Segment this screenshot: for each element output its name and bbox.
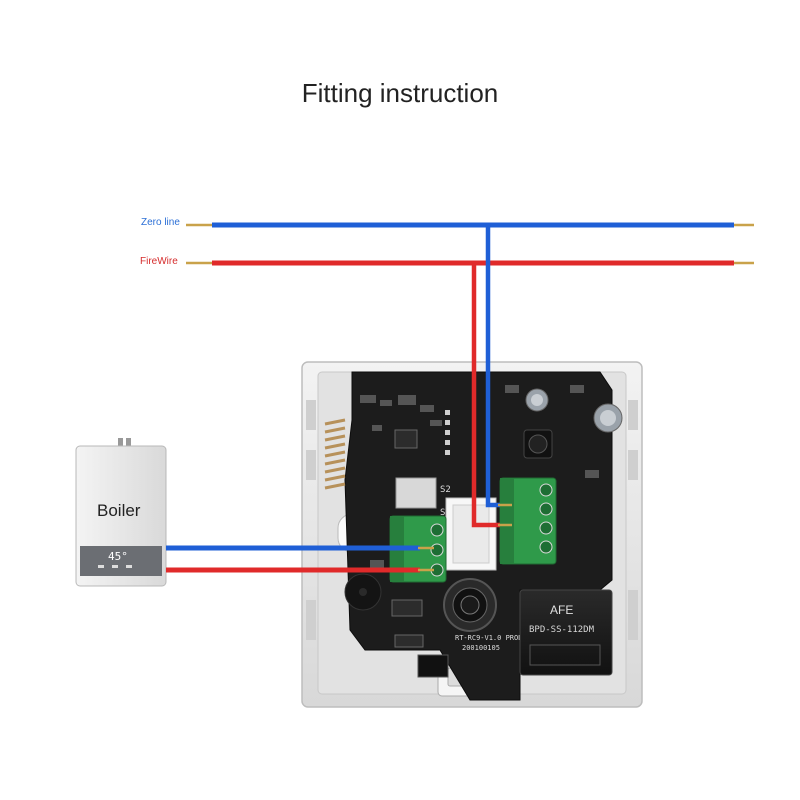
terminal-block-right: [499, 477, 557, 565]
label-s1: S1: [440, 508, 451, 518]
boiler-display: 45°: [108, 550, 128, 563]
board-model-text: RT-RC9-V1.0 PROD: [455, 634, 522, 642]
wires: [166, 222, 754, 573]
page-title: Fitting instruction: [301, 78, 499, 108]
board-date-text: 200100105: [462, 644, 500, 652]
label-s2: S2: [440, 485, 451, 495]
pcb-board: S2 S1 RT-RC9-V1.0 PROD 200100105: [324, 371, 623, 701]
boiler-label: Boiler: [97, 501, 141, 520]
zero-line-label: Zero line: [141, 217, 180, 228]
relay-model-text: BPD-SS-112DM: [529, 625, 595, 635]
fire-wire-label: FireWire: [140, 256, 178, 267]
zero-drop-wire: [485, 225, 500, 508]
fire-drop-wire: [471, 263, 500, 528]
relay: AFE BPD-SS-112DM: [519, 589, 613, 676]
boiler: Boiler 45°: [75, 438, 167, 587]
spring-coil: [324, 418, 346, 490]
relay-brand-text: AFE: [550, 603, 573, 617]
